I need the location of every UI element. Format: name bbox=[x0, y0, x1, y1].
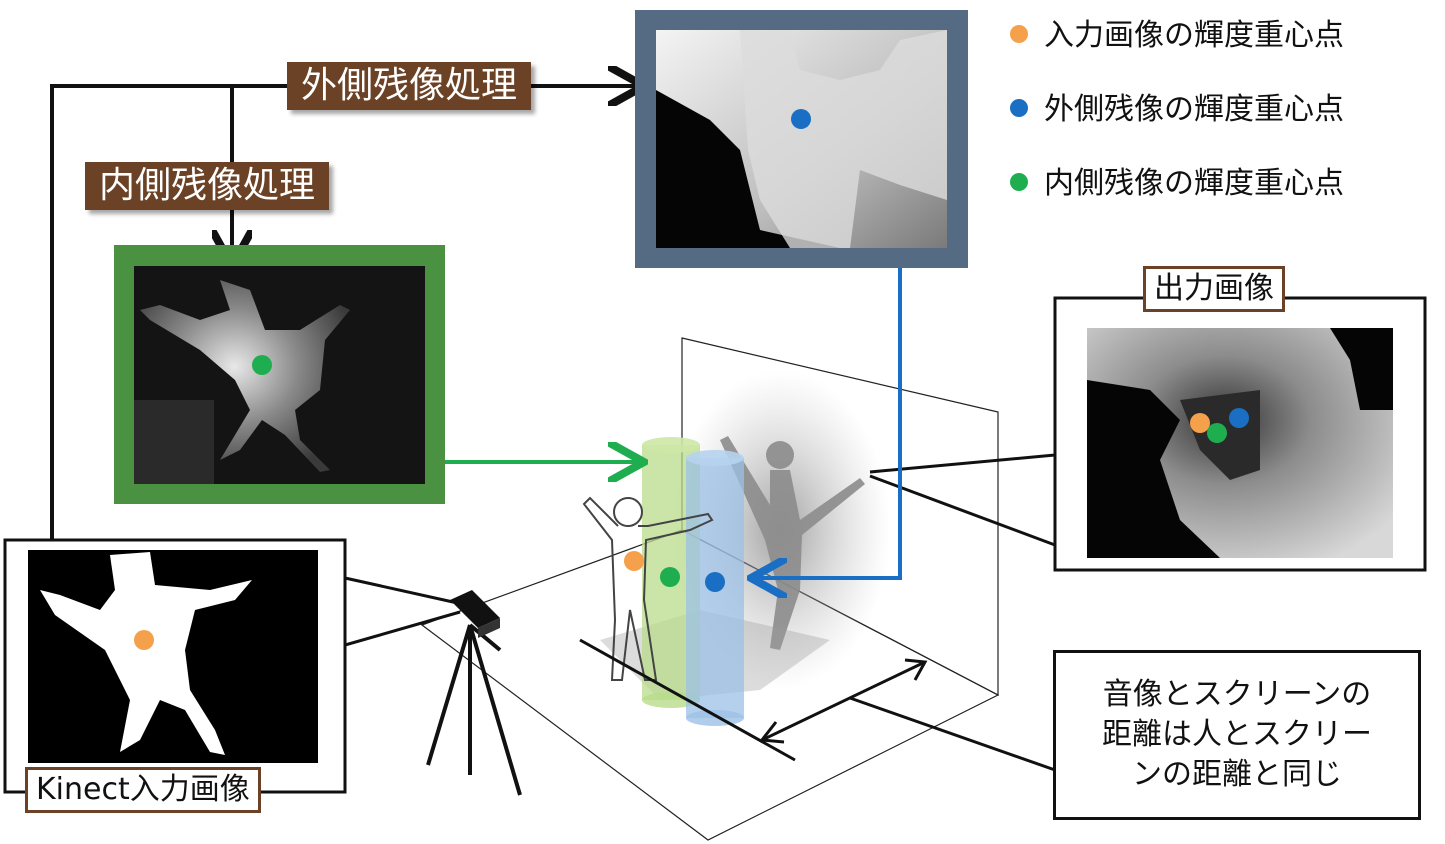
output-inner-centroid bbox=[1207, 423, 1227, 443]
output-image-label: 出力画像 bbox=[1143, 266, 1285, 312]
kinect-image-centroid bbox=[134, 630, 154, 650]
person-outline bbox=[582, 496, 714, 681]
scene-input-centroid bbox=[624, 551, 644, 571]
legend-item-input: 入力画像の輝度重心点 bbox=[1010, 16, 1344, 56]
kinect-sensor-icon bbox=[450, 590, 500, 638]
distance-arrow bbox=[759, 658, 928, 744]
note-line-2: 距離は人とスクリー bbox=[1102, 717, 1372, 752]
outer-flow-line bbox=[755, 248, 902, 578]
legend-item-inner: 内側残像の輝度重心点 bbox=[1010, 164, 1344, 204]
output-input-centroid bbox=[1190, 413, 1210, 433]
output-image-panel bbox=[1053, 296, 1427, 572]
note-line-3: ンの距離と同じ bbox=[1132, 757, 1342, 792]
legend-dot-green bbox=[1010, 172, 1028, 191]
outer-process-label: 外側残像処理 bbox=[287, 62, 532, 110]
legend-dot-orange bbox=[1010, 24, 1028, 43]
legend-text: 外側残像の輝度重心点 bbox=[1044, 92, 1344, 127]
legend-text: 入力画像の輝度重心点 bbox=[1044, 18, 1344, 53]
distance-note: 音像とスクリーンの 距離は人とスクリー ンの距離と同じ bbox=[1053, 650, 1421, 820]
legend-item-outer: 外側残像の輝度重心点 bbox=[1010, 90, 1344, 130]
screen-shadow-figure bbox=[720, 436, 865, 650]
kinect-input-label: Kinect入力画像 bbox=[25, 767, 261, 813]
kinect-tripod bbox=[426, 623, 522, 796]
kinect-input-panel bbox=[3, 538, 347, 794]
kinect-callout-lines bbox=[343, 545, 463, 790]
outer-afterimage-panel bbox=[635, 10, 968, 268]
person-floor-line bbox=[579, 638, 796, 762]
scene-outer-centroid bbox=[705, 572, 725, 592]
note-pointer bbox=[849, 696, 1056, 772]
output-outer-centroid bbox=[1229, 408, 1249, 428]
inner-image-centroid bbox=[252, 355, 272, 375]
scene-inner-centroid bbox=[660, 567, 680, 587]
note-line-1: 音像とスクリーンの bbox=[1102, 677, 1372, 712]
inner-process-label: 内側残像処理 bbox=[85, 162, 330, 210]
output-callout-lines bbox=[869, 298, 1057, 570]
outer-image-centroid bbox=[791, 109, 811, 129]
legend-dot-blue bbox=[1010, 98, 1028, 117]
legend-text: 内側残像の輝度重心点 bbox=[1044, 166, 1344, 201]
inner-afterimage-panel bbox=[114, 245, 445, 504]
